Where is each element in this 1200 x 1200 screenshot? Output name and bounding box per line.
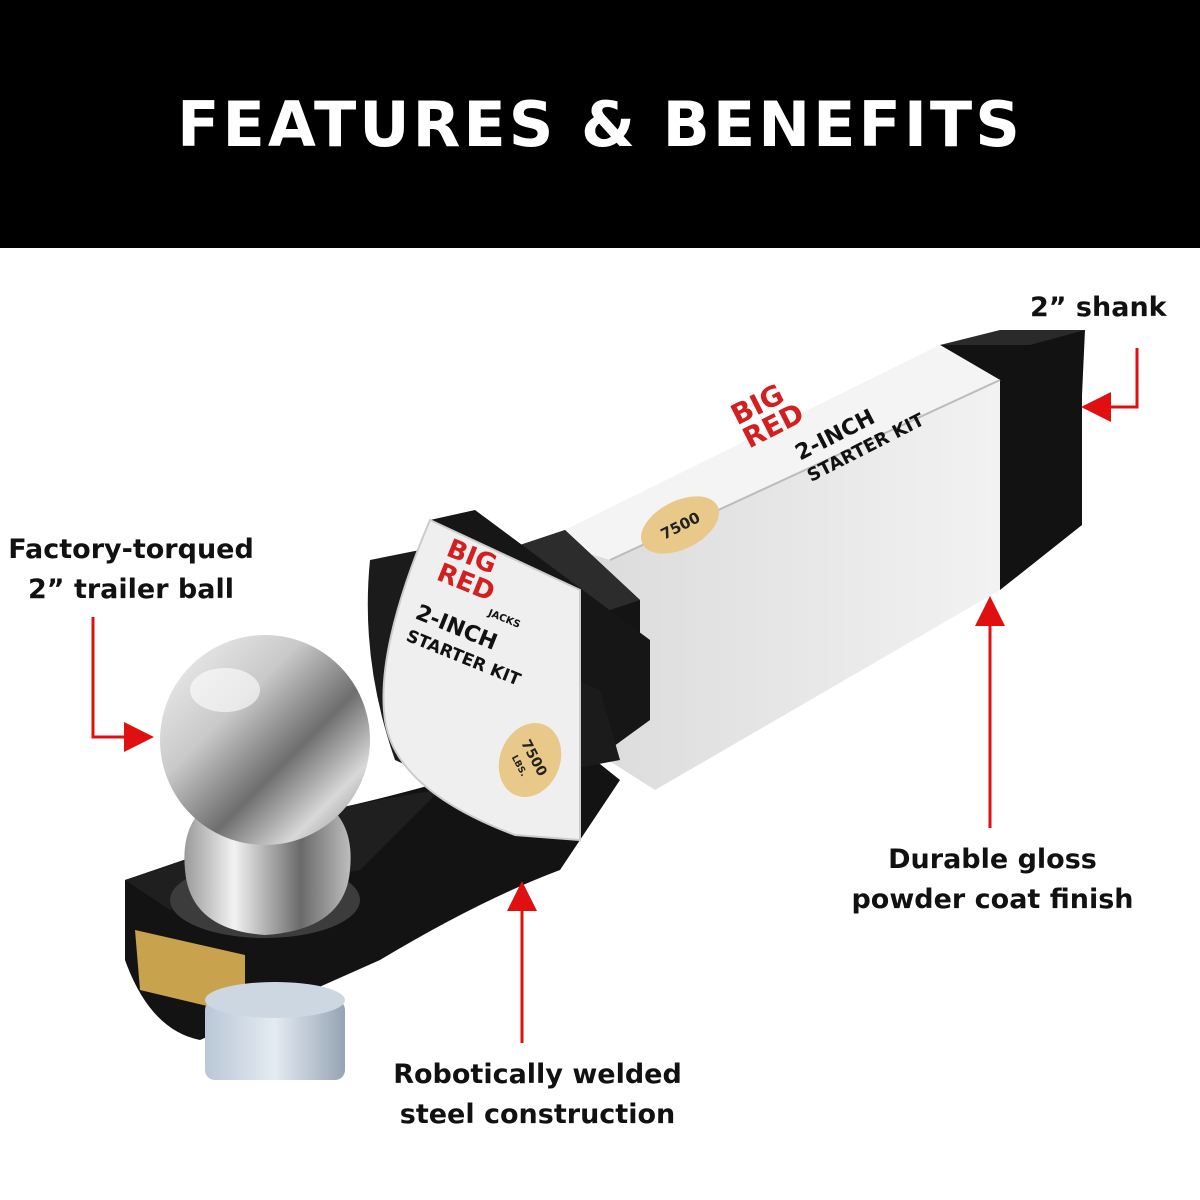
shank-capacity-badge	[641, 496, 719, 554]
callout-weld-line1: Robotically welded	[393, 1059, 682, 1090]
shank-label-sleeve	[545, 345, 1000, 790]
callout-finish: Durable gloss powder coat finish	[840, 840, 1145, 920]
callout-ball-line1: Factory-torqued	[8, 534, 254, 565]
pin-nut	[205, 1000, 345, 1080]
trailer-ball	[160, 635, 370, 845]
callout-finish-line1: Durable gloss	[888, 844, 1097, 875]
header-banner: FEATURES & BENEFITS	[0, 0, 1200, 248]
mount-capacity-badge	[498, 723, 562, 797]
callout-weld: Robotically welded steel construction	[385, 1055, 690, 1135]
callout-ball-line2: 2” trailer ball	[28, 574, 234, 605]
callout-shank: 2” shank	[1030, 288, 1190, 328]
callout-weld-line2: steel construction	[399, 1099, 676, 1130]
callout-shank-line1: 2” shank	[1030, 292, 1167, 323]
banner-title: FEATURES & BENEFITS	[177, 87, 1023, 161]
callout-ball: Factory-torqued 2” trailer ball	[0, 530, 262, 610]
mount-platform	[125, 760, 620, 1040]
callout-finish-line2: powder coat finish	[851, 884, 1134, 915]
